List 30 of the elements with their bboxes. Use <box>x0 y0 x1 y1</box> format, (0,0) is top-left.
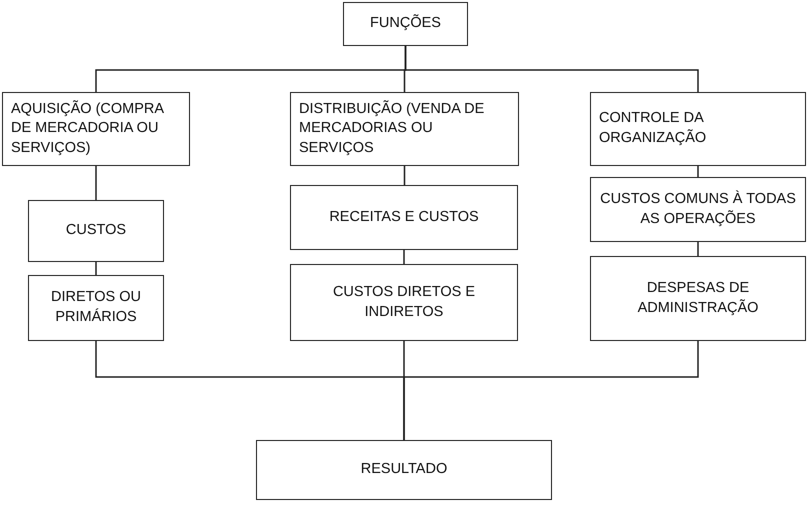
box-label: RECEITAS E CUSTOS <box>329 208 479 227</box>
text-box <box>343 2 468 46</box>
text-box <box>28 200 164 262</box>
text-box <box>290 185 518 250</box>
text-box <box>2 92 190 166</box>
connector-line <box>95 262 97 275</box>
box-label: DESPESAS DE ADMINISTRAÇÃO <box>636 278 760 318</box>
box-label: AQUISIÇÃO (COMPRA DE MERCADORIA OU SERVIÇOS) <box>11 100 165 158</box>
connector-line <box>404 46 699 92</box>
box-label: CUSTOS COMUNS À TODAS AS OPERAÇÕES <box>599 190 797 228</box>
box-label: CUSTOS <box>66 221 126 240</box>
connector-line <box>403 250 405 264</box>
connector-line <box>404 166 406 185</box>
box-label: FUNÇÕES <box>370 14 441 34</box>
text-box <box>290 92 519 166</box>
box-label: CUSTOS DIRETOS E INDIRETOS <box>332 282 476 322</box>
connector-line <box>697 166 699 177</box>
text-box <box>290 264 518 341</box>
connector-line <box>95 166 97 200</box>
text-box <box>28 275 164 341</box>
connector-line <box>403 341 699 440</box>
text-box <box>256 440 552 500</box>
box-label: DIRETOS OU PRIMÁRIOS <box>50 288 142 327</box>
text-box <box>590 256 806 341</box>
connector-line <box>697 242 699 256</box>
box-label: CONTROLE DA ORGANIZAÇÃO <box>599 109 708 148</box>
box-label: RESULTADO <box>360 460 448 480</box>
text-box <box>590 177 806 242</box>
box-label: DISTRIBUIÇÃO (VENDA DE MERCADORIAS OU SERVIÇOS <box>299 100 486 158</box>
text-box <box>590 92 806 166</box>
